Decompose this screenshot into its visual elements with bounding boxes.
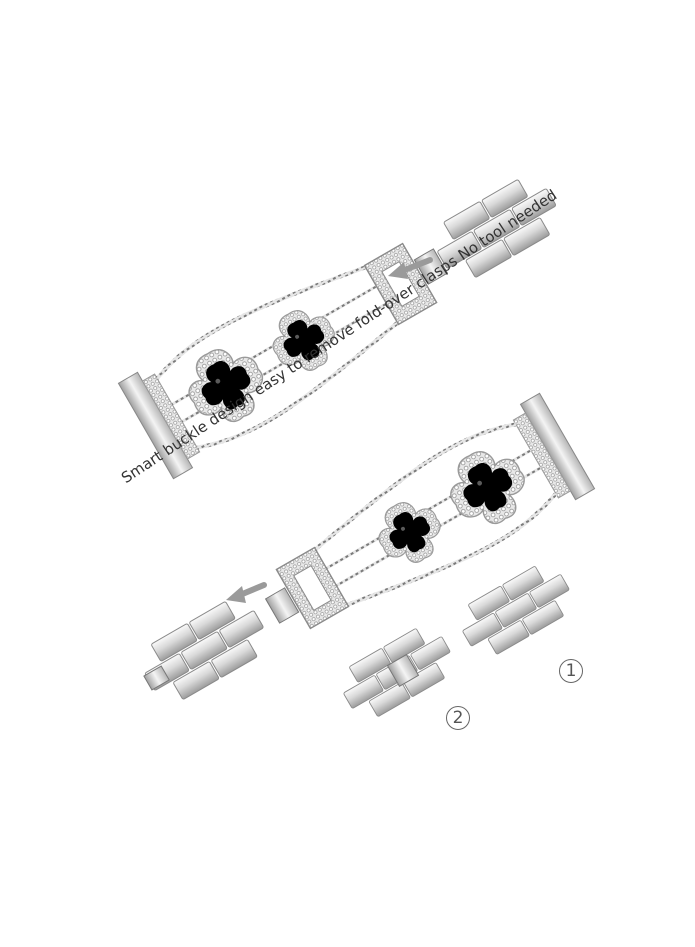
- upper-direction-arrow: [388, 257, 433, 279]
- step-marker-1: 1: [559, 659, 583, 683]
- lower-links: [133, 590, 276, 711]
- step-marker-2: 2: [446, 706, 470, 730]
- lower-clasp: [264, 587, 300, 624]
- upper-buckle: [363, 242, 438, 326]
- lower-direction-arrow: [226, 582, 267, 603]
- lower-flower-large: [436, 436, 539, 539]
- lower-strap: [133, 392, 596, 711]
- upper-strap: [117, 168, 568, 480]
- link-section-2: [332, 618, 461, 727]
- upper-clasp: [413, 248, 449, 285]
- link-section-1: [451, 556, 580, 665]
- lower-buckle: [275, 546, 350, 630]
- section-2-clasp: [386, 653, 420, 688]
